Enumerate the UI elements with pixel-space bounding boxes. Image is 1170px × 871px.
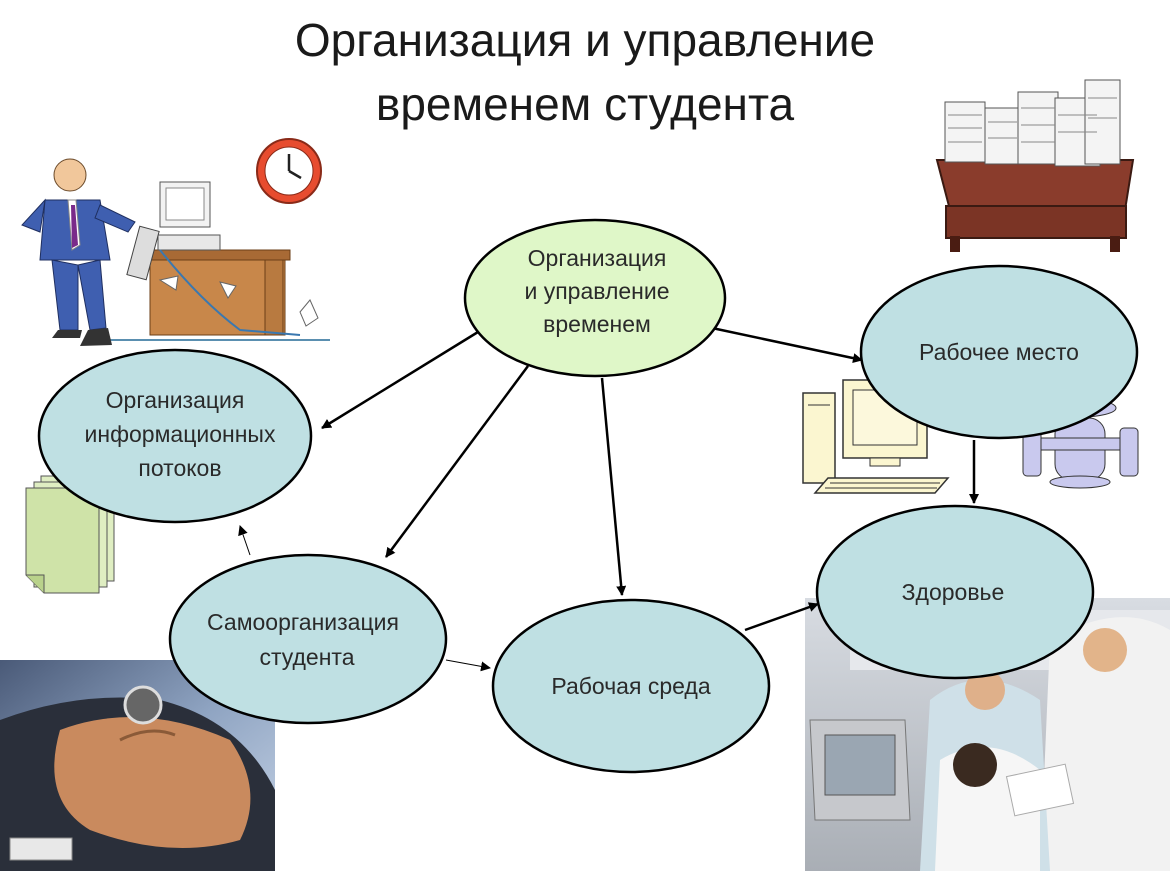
arrow-work-env-to-health (744, 602, 819, 632)
node-self-org: Самоорганизация студента (168, 553, 448, 725)
businessman-clipart (21, 158, 330, 346)
node-center-line-1: Организация (528, 245, 667, 271)
node-work-env: Рабочая среда (491, 598, 771, 774)
node-work-env-label: Рабочая среда (551, 673, 710, 699)
arrow-center-to-info (321, 330, 479, 430)
thin-arrows (238, 525, 491, 672)
node-info-flows-line-1: Организация (106, 387, 245, 413)
nav-button-icon[interactable] (9, 837, 73, 861)
wristwatch-photo (0, 660, 275, 871)
arrow-center-to-workplace (711, 326, 863, 364)
arrow-center-to-self-org (384, 365, 530, 558)
node-center: Организация и управление временем (463, 218, 727, 378)
node-center-line-2: и управление (524, 278, 669, 304)
title-line-1: Организация и управление (294, 14, 876, 66)
node-self-org-line-1: Самоорганизация (207, 609, 399, 635)
node-info-flows-line-2: информационных (85, 421, 276, 447)
arrow-center-to-work-env (600, 377, 627, 596)
node-workplace: Рабочее место (859, 264, 1139, 440)
node-center-line-3: временем (543, 311, 651, 337)
node-health-label: Здоровье (902, 579, 1005, 605)
node-info-flows: Организация информационных потоков (37, 348, 313, 524)
node-self-org-line-2: студента (259, 644, 354, 670)
title-line-2: временем студента (375, 78, 795, 130)
arrow-self-org-to-info (238, 525, 251, 556)
page-title: Организация и управление временем студен… (0, 8, 1170, 136)
node-health: Здоровье (815, 504, 1095, 680)
node-info-flows-line-3: потоков (138, 455, 221, 481)
wall-clock-icon (256, 138, 322, 204)
arrows (321, 326, 979, 632)
paper-desk-clipart (935, 79, 1135, 252)
node-workplace-label: Рабочее место (919, 339, 1079, 365)
arrow-self-org-to-work-env (445, 659, 491, 672)
